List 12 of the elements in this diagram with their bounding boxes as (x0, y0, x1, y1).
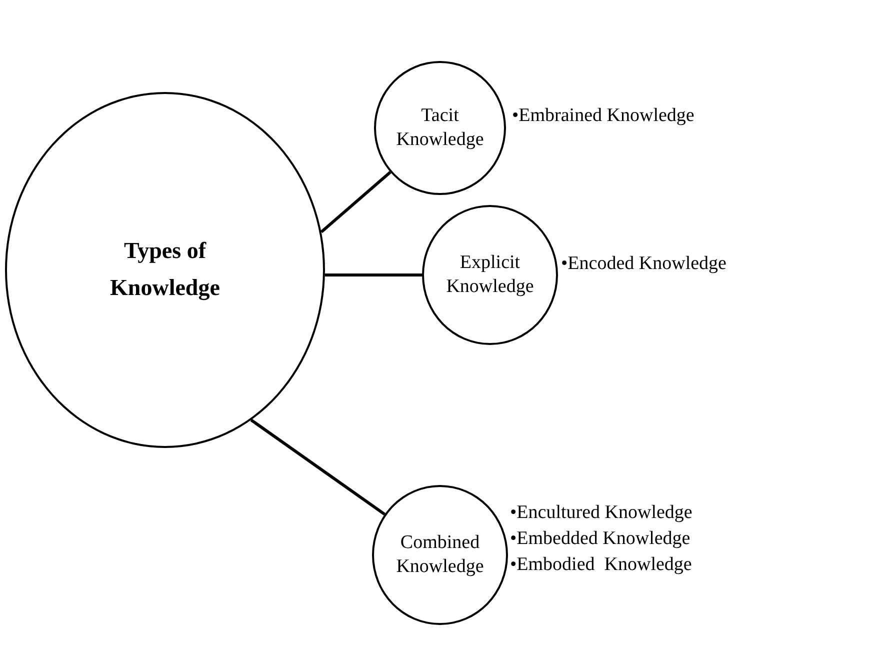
node-label: Tacit Knowledge (395, 104, 485, 152)
connector-line (320, 171, 392, 234)
node-label: Explicit Knowledge (445, 251, 535, 299)
connector-line (324, 274, 422, 276)
node-label: Types of Knowledge (109, 237, 221, 302)
bullet-item: •Embodied Knowledge (510, 553, 692, 576)
bullet-item: •Encultured Knowledge (510, 501, 692, 524)
bullet-item: •Embedded Knowledge (510, 527, 690, 550)
node-label: Combined Knowledge (395, 531, 485, 579)
bullet-item: •Embrained Knowledge (512, 104, 694, 127)
bullet-item: •Encoded Knowledge (561, 252, 726, 275)
connector-line (250, 418, 386, 516)
